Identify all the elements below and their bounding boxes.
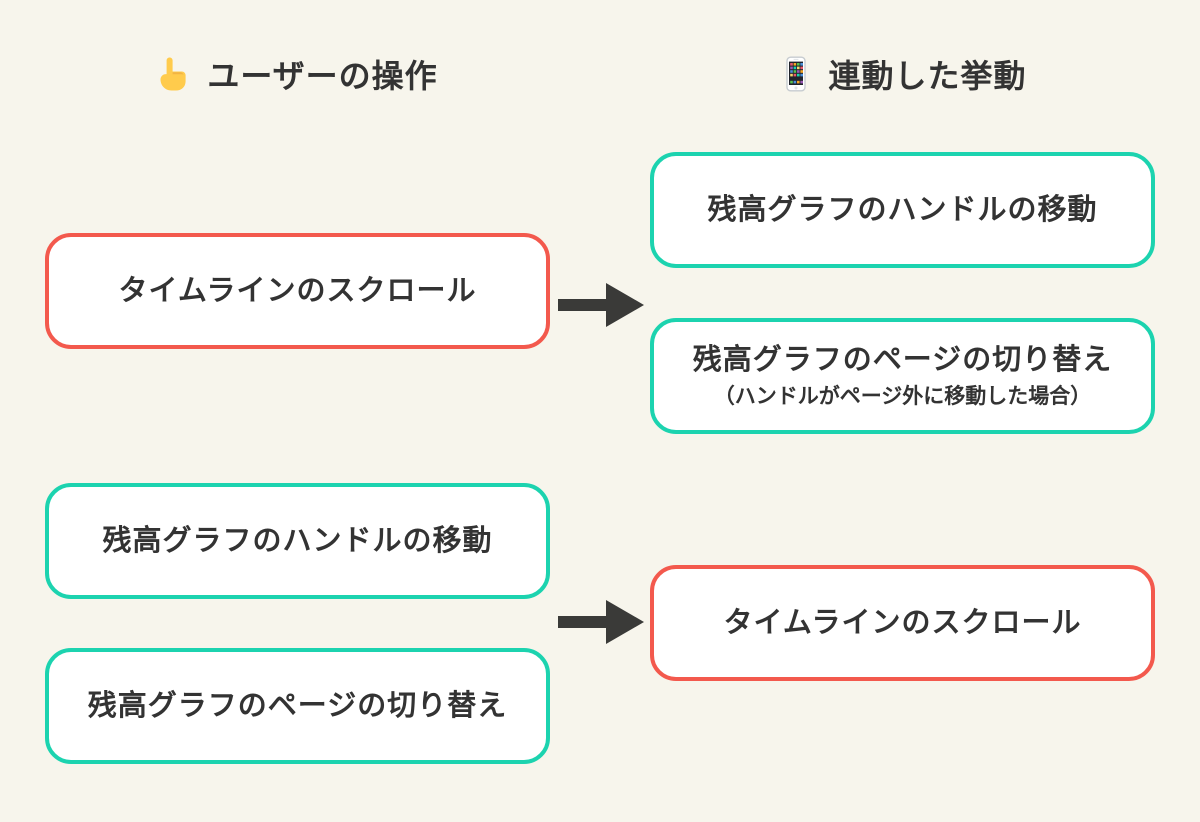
node-linked-page-switch: 残高グラフのページの切り替え （ハンドルがページ外に移動した場合） bbox=[650, 318, 1155, 434]
node-label: 残高グラフのページの切り替え bbox=[692, 344, 1113, 377]
node-user-timeline-scroll: タイムラインのスクロール bbox=[45, 233, 550, 349]
pointing-up-icon bbox=[157, 56, 193, 92]
arrow-right-icon bbox=[558, 594, 646, 650]
linked-behavior-header-label: 連動した挙動 bbox=[828, 58, 1027, 94]
smartphone-icon bbox=[778, 56, 814, 92]
node-label: タイムラインのスクロール bbox=[723, 606, 1082, 639]
node-user-handle-move: 残高グラフのハンドルの移動 bbox=[45, 483, 550, 599]
node-label: タイムラインのスクロール bbox=[118, 274, 477, 307]
node-label: 残高グラフのハンドルの移動 bbox=[102, 524, 493, 557]
node-linked-handle-move: 残高グラフのハンドルの移動 bbox=[650, 152, 1155, 268]
node-linked-timeline-scroll: タイムラインのスクロール bbox=[650, 565, 1155, 681]
node-label: 残高グラフのハンドルの移動 bbox=[707, 193, 1098, 226]
linked-behavior-header: 連動した挙動 bbox=[650, 50, 1155, 98]
arrow-right-icon bbox=[558, 277, 646, 333]
user-operations-header-label: ユーザーの操作 bbox=[207, 58, 438, 94]
node-note: （ハンドルがページ外に移動した場合） bbox=[713, 384, 1092, 408]
user-operations-header: ユーザーの操作 bbox=[45, 50, 550, 98]
node-label: 残高グラフのページの切り替え bbox=[87, 689, 508, 722]
node-user-page-switch: 残高グラフのページの切り替え bbox=[45, 648, 550, 764]
